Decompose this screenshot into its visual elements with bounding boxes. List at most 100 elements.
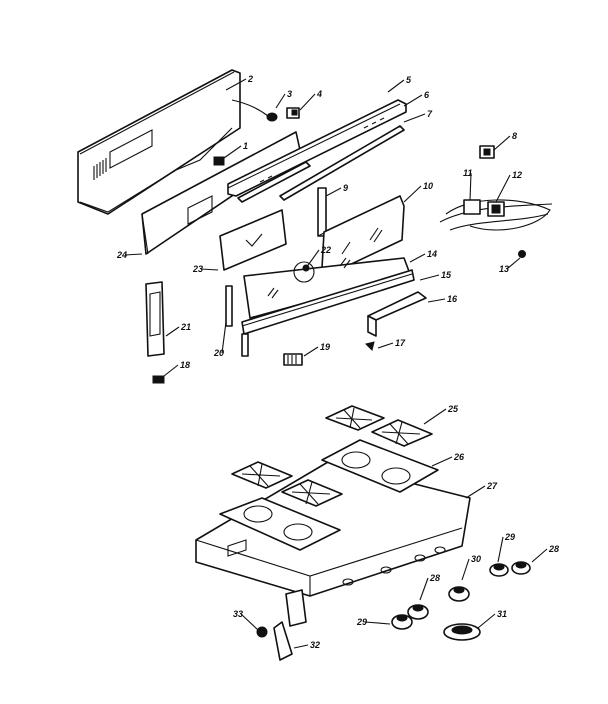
hinge-bracket — [367, 291, 427, 337]
rear-panel — [77, 69, 241, 215]
callout-c20: 20 — [213, 348, 224, 358]
callout-leader-c3 — [275, 93, 286, 109]
leg-bracket — [273, 621, 293, 661]
callout-leader-c6 — [403, 94, 423, 107]
clock-glass — [219, 209, 287, 271]
callout-leader-c30 — [461, 558, 470, 581]
callout-c11: 11 — [463, 168, 472, 178]
burner-pan-rear — [321, 439, 439, 493]
callout-c6: 6 — [424, 90, 430, 100]
callout-c2: 2 — [247, 74, 253, 84]
callout-leader-c19 — [303, 346, 319, 357]
grate-rear-left — [325, 405, 385, 431]
spacer — [152, 375, 165, 384]
callout-c18: 18 — [180, 360, 190, 370]
grate-front-left — [231, 461, 293, 489]
side-bracket — [317, 187, 327, 237]
callout-c5: 5 — [406, 75, 412, 85]
callout-c3: 3 — [287, 89, 292, 99]
callout-leader-c29b — [364, 621, 391, 625]
callout-leader-c23 — [200, 268, 219, 271]
knob-28-left — [407, 604, 429, 620]
callout-c28a: 28 — [548, 544, 559, 554]
callout-c32: 32 — [310, 640, 320, 650]
callout-leader-c4 — [299, 93, 316, 111]
callout-c9: 9 — [343, 183, 348, 193]
callout-leader-c2 — [225, 78, 247, 91]
grate-rear-right — [371, 419, 433, 447]
callout-c14: 14 — [427, 249, 437, 259]
knob-29-left — [391, 614, 413, 630]
callout-c10: 10 — [423, 181, 433, 191]
burner-head — [443, 623, 481, 641]
ignition-switch — [479, 145, 495, 159]
callout-leader-c1 — [223, 145, 242, 159]
callout-c29b: 29 — [356, 617, 367, 627]
callout-leader-c21 — [165, 326, 180, 337]
callout-leader-c13 — [506, 257, 521, 270]
callout-leader-c25 — [423, 408, 447, 425]
small-nut — [365, 341, 375, 351]
switch — [286, 107, 300, 119]
callout-leader-c5 — [387, 79, 405, 93]
callout-c8: 8 — [512, 131, 517, 141]
callout-c15: 15 — [441, 270, 452, 280]
callout-c24: 24 — [116, 250, 127, 260]
callout-c33: 33 — [233, 609, 243, 619]
callout-leader-c8 — [493, 135, 511, 151]
callout-c23: 23 — [192, 264, 203, 274]
callout-c1: 1 — [243, 141, 248, 151]
callout-leader-c12 — [495, 174, 511, 203]
rear-bar — [237, 161, 311, 203]
callout-c27: 27 — [486, 481, 498, 491]
knob-30 — [448, 586, 470, 602]
callout-leader-c33 — [240, 613, 259, 631]
callout-leader-c11 — [469, 172, 472, 201]
callout-c19: 19 — [320, 342, 330, 352]
wire-connector — [231, 99, 278, 122]
grate-front-right — [281, 479, 343, 507]
terminal-block — [283, 353, 303, 366]
callout-leader-c26 — [431, 456, 453, 467]
callout-leader-c29a — [497, 536, 504, 563]
callout-leader-c14 — [409, 253, 426, 263]
callout-c30: 30 — [471, 554, 481, 564]
callout-c16: 16 — [447, 294, 458, 304]
callout-leader-c22 — [305, 249, 320, 269]
callout-leader-c28b — [419, 577, 429, 601]
callout-c4: 4 — [316, 89, 322, 99]
knob-29-right — [489, 563, 509, 577]
callout-c25: 25 — [447, 404, 459, 414]
callout-leader-c32 — [293, 644, 309, 649]
callout-leader-c28a — [531, 548, 548, 563]
callout-c7: 7 — [427, 109, 433, 119]
callout-leader-c24 — [124, 253, 143, 256]
trim-strip — [227, 99, 407, 197]
trim-bar — [279, 125, 405, 201]
callout-leader-c17 — [377, 342, 394, 349]
burner-pan-front — [219, 497, 341, 551]
callout-leader-c7 — [403, 113, 426, 123]
callout-leader-c16 — [427, 298, 446, 303]
callout-c29a: 29 — [504, 532, 515, 542]
callout-leader-c15 — [419, 274, 440, 281]
callout-leader-c31 — [477, 613, 496, 629]
screw — [518, 250, 526, 258]
callout-leader-c20 — [221, 321, 227, 354]
callout-leader-c9 — [325, 187, 342, 197]
callout-c22: 22 — [320, 245, 331, 255]
callout-c12: 12 — [512, 170, 522, 180]
clip — [213, 156, 225, 166]
callout-leader-c27 — [465, 485, 486, 499]
callout-leader-c18 — [163, 364, 179, 377]
cooktop-frame — [195, 461, 471, 627]
grommet — [256, 626, 268, 638]
side-rod — [225, 285, 233, 327]
wire-harness — [439, 199, 553, 231]
callout-c13: 13 — [499, 264, 509, 274]
glass-retainer — [241, 269, 415, 357]
callout-c28b: 28 — [429, 573, 440, 583]
callout-c21: 21 — [180, 322, 191, 332]
callout-c26: 26 — [453, 452, 465, 462]
